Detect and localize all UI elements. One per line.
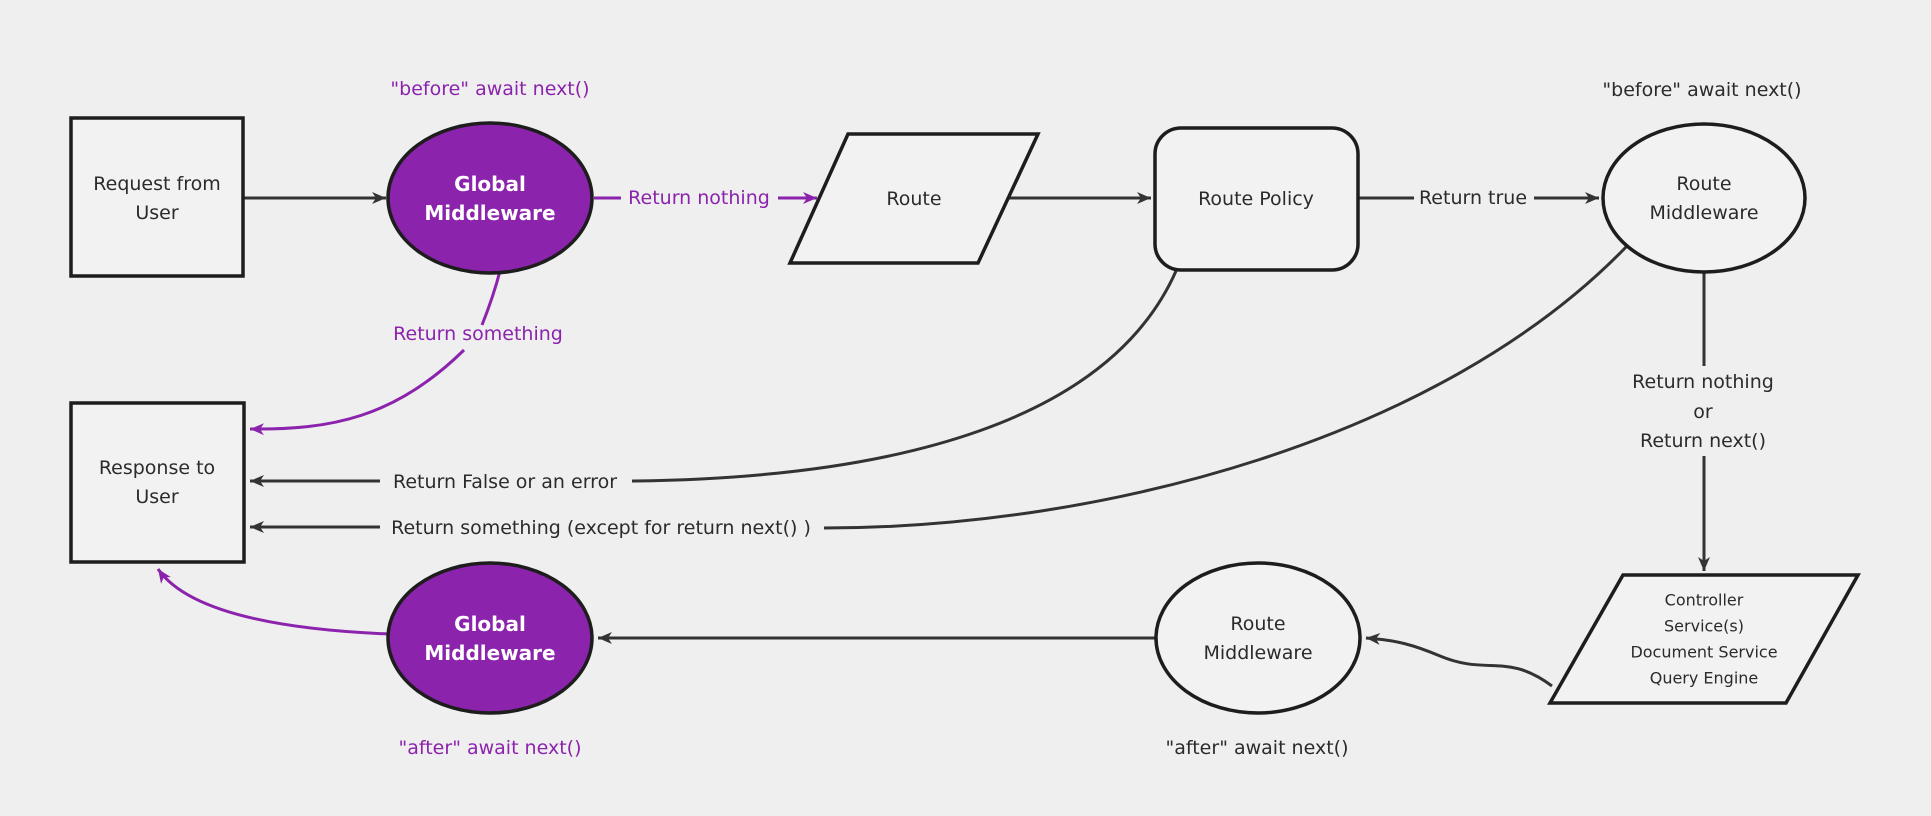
svg-text:Route: Route: [1676, 173, 1731, 195]
route-middleware-top-node: Route Middleware: [1601, 122, 1807, 274]
label-return-false-or-error: Return False or an error: [393, 471, 617, 493]
svg-text:Route: Route: [886, 188, 941, 210]
label-return-true: Return true: [1419, 187, 1527, 209]
global-middleware-bottom-node: Global Middleware: [386, 561, 594, 715]
svg-text:Document Service: Document Service: [1630, 643, 1777, 662]
svg-text:Route Policy: Route Policy: [1198, 188, 1314, 210]
edge-policy-to-response-curve: [631, 270, 1178, 483]
svg-text:Service(s): Service(s): [1664, 617, 1744, 636]
edge-global-to-response-arrow: [249, 348, 466, 436]
label-return-nothing: Return nothing: [628, 187, 770, 209]
edge-global-bottom-to-response: [156, 568, 390, 636]
svg-text:Return next(): Return next(): [1640, 430, 1766, 452]
svg-text:Controller: Controller: [1665, 591, 1744, 610]
global-middleware-top-node: Global Middleware: [386, 121, 594, 275]
label-after-await-left: "after" await next(): [399, 737, 582, 759]
svg-text:Middleware: Middleware: [424, 641, 555, 665]
svg-text:Middleware: Middleware: [1203, 642, 1312, 664]
svg-text:or: or: [1693, 401, 1713, 423]
svg-text:Middleware: Middleware: [424, 201, 555, 225]
label-before-await-right: "before" await next(): [1602, 79, 1801, 101]
svg-text:Global: Global: [454, 612, 526, 636]
svg-text:User: User: [135, 202, 178, 224]
svg-text:Request from: Request from: [93, 173, 220, 195]
edge-middleware-to-response-curve: [823, 244, 1629, 530]
edge-global-to-response-stub: [480, 270, 502, 326]
route-middleware-bottom-node: Route Middleware: [1154, 561, 1362, 715]
services-node: Controller Service(s) Document Service Q…: [1546, 573, 1861, 705]
label-return-something: Return something: [393, 323, 563, 345]
label-return-nothing-or-next: Return nothing or Return next(): [1632, 371, 1774, 452]
svg-text:Query Engine: Query Engine: [1650, 669, 1759, 688]
svg-text:Global: Global: [454, 172, 526, 196]
label-return-something-except: Return something (except for return next…: [391, 517, 811, 539]
label-before-await-left: "before" await next(): [390, 78, 589, 100]
svg-text:Return nothing: Return nothing: [1632, 371, 1774, 393]
route-policy-node: Route Policy: [1153, 126, 1360, 272]
edge-services-to-route-middleware-bottom: [1365, 632, 1553, 688]
response-node: Response to User: [69, 401, 246, 564]
svg-text:Response to: Response to: [99, 457, 215, 479]
request-node: Request from User: [69, 116, 245, 278]
svg-text:Route: Route: [1230, 613, 1285, 635]
label-after-await-right: "after" await next(): [1166, 737, 1349, 759]
svg-text:Middleware: Middleware: [1649, 202, 1758, 224]
svg-text:User: User: [135, 486, 178, 508]
route-node: Route: [787, 132, 1041, 265]
